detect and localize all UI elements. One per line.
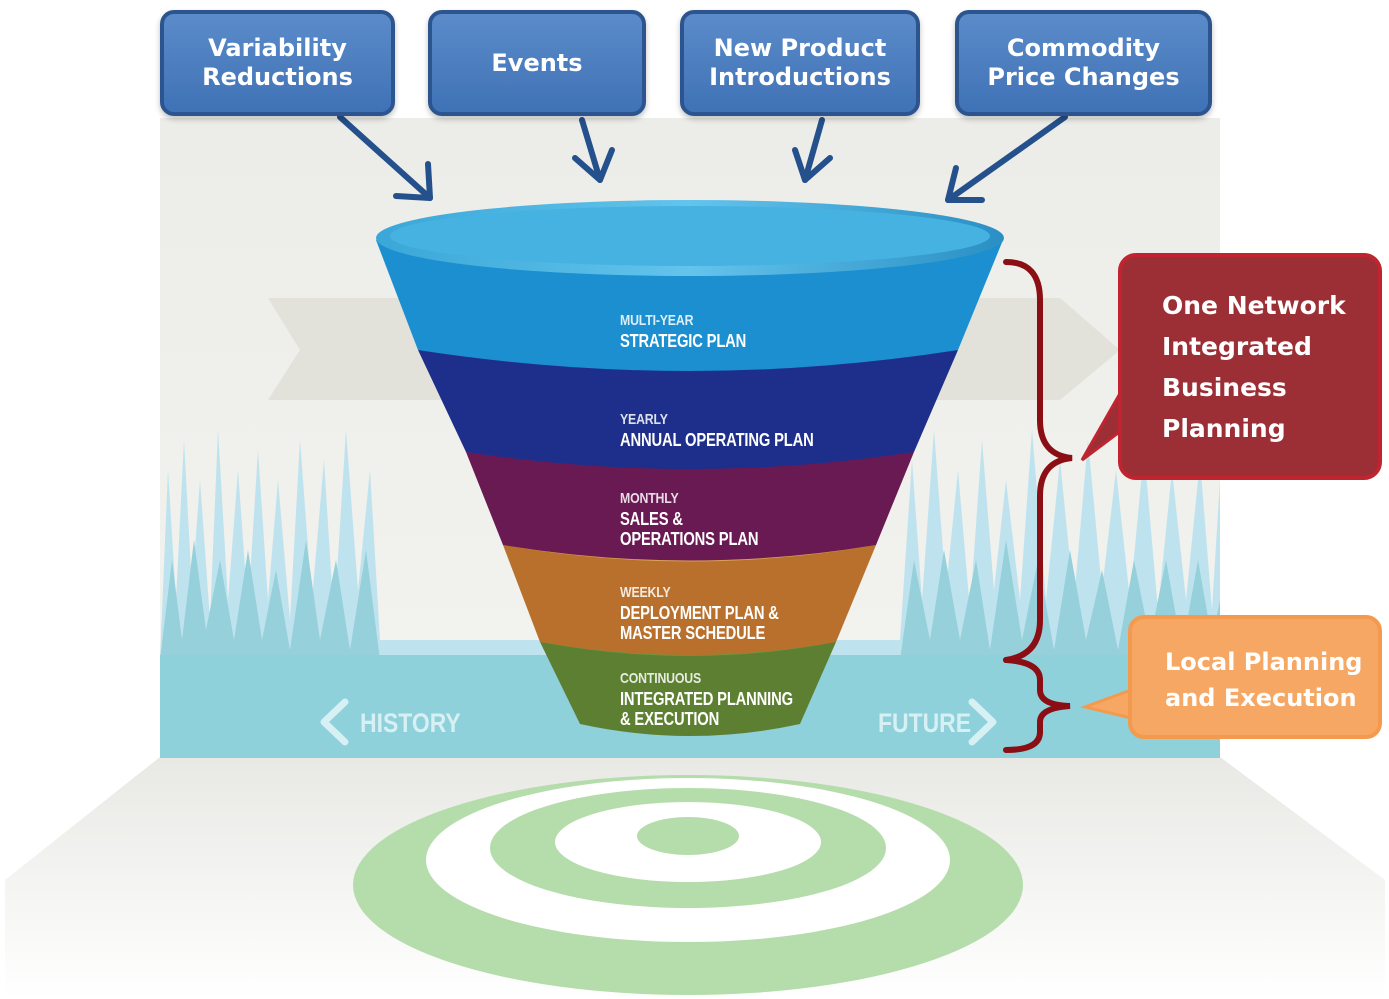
input-commodity-label: Commodity Price Changes xyxy=(987,34,1180,91)
tier-label-monthly: MONTHLY SALES & OPERATIONS PLAN xyxy=(620,489,758,549)
tier-plan-multiyear: STRATEGIC PLAN xyxy=(620,331,747,351)
tier-label-weekly: WEEKLY DEPLOYMENT PLAN & MASTER SCHEDULE xyxy=(620,583,779,643)
tier-period-continuous: CONTINUOUS xyxy=(620,670,702,687)
input-variability-reductions: Variability Reductions xyxy=(160,10,395,116)
signal-spikes-light xyxy=(160,430,1220,660)
tier-plan-monthly: SALES & OPERATIONS PLAN xyxy=(620,509,759,549)
signal-spikes-dark xyxy=(160,540,1220,660)
tier-plan-weekly: DEPLOYMENT PLAN & MASTER SCHEDULE xyxy=(620,603,779,643)
input-new-product-label: New Product Introductions xyxy=(709,34,891,91)
timeline-future-label: FUTURE xyxy=(878,708,972,738)
arrow-commodity-head xyxy=(945,165,985,203)
target-bullseye xyxy=(637,817,739,855)
tier-period-yearly: YEARLY xyxy=(620,411,668,428)
tier-plan-yearly: ANNUAL OPERATING PLAN xyxy=(620,430,814,450)
arrow-commodity xyxy=(945,114,1068,203)
tier-period-weekly: WEEKLY xyxy=(620,584,671,601)
input-events-label: Events xyxy=(491,48,583,77)
input-events: Events xyxy=(428,10,646,116)
input-new-product-introductions: New Product Introductions xyxy=(680,10,920,116)
tier-plan-continuous: INTEGRATED PLANNING & EXECUTION xyxy=(620,689,793,729)
input-arrows xyxy=(337,114,1068,203)
funnel-tier-weekly xyxy=(503,527,876,655)
tier-label-multiyear: MULTI-YEAR STRATEGIC PLAN xyxy=(620,311,746,351)
funnel-opening xyxy=(390,206,990,266)
tier-period-monthly: MONTHLY xyxy=(620,490,679,507)
tier-label-continuous: CONTINUOUS INTEGRATED PLANNING & EXECUTI… xyxy=(620,669,793,729)
arrow-events-head xyxy=(572,147,615,183)
integrated-brace xyxy=(1003,259,1073,663)
input-commodity-price-changes: Commodity Price Changes xyxy=(955,10,1212,116)
arrow-events xyxy=(579,117,603,183)
tier-label-yearly: YEARLY ANNUAL OPERATING PLAN xyxy=(620,410,814,450)
input-variability-label: Variability Reductions xyxy=(202,34,353,91)
future-chevron-icon xyxy=(968,698,997,746)
history-chevron-icon xyxy=(320,698,349,746)
funnel-tier-monthly xyxy=(466,433,914,561)
tier-period-multiyear: MULTI-YEAR xyxy=(620,312,694,329)
funnel-tier-continuous xyxy=(540,627,836,736)
arrow-variability xyxy=(337,114,433,201)
arrow-new-product xyxy=(802,117,825,183)
integrated-planning-callout: One Network Integrated Business Planning xyxy=(1118,253,1382,480)
local-brace xyxy=(1003,657,1071,753)
timeline-history-label: HISTORY xyxy=(360,708,461,738)
arrow-new-product-head xyxy=(792,147,833,183)
arrow-variability-head xyxy=(393,161,433,201)
local-planning-callout: Local Planning and Execution xyxy=(1128,615,1382,739)
